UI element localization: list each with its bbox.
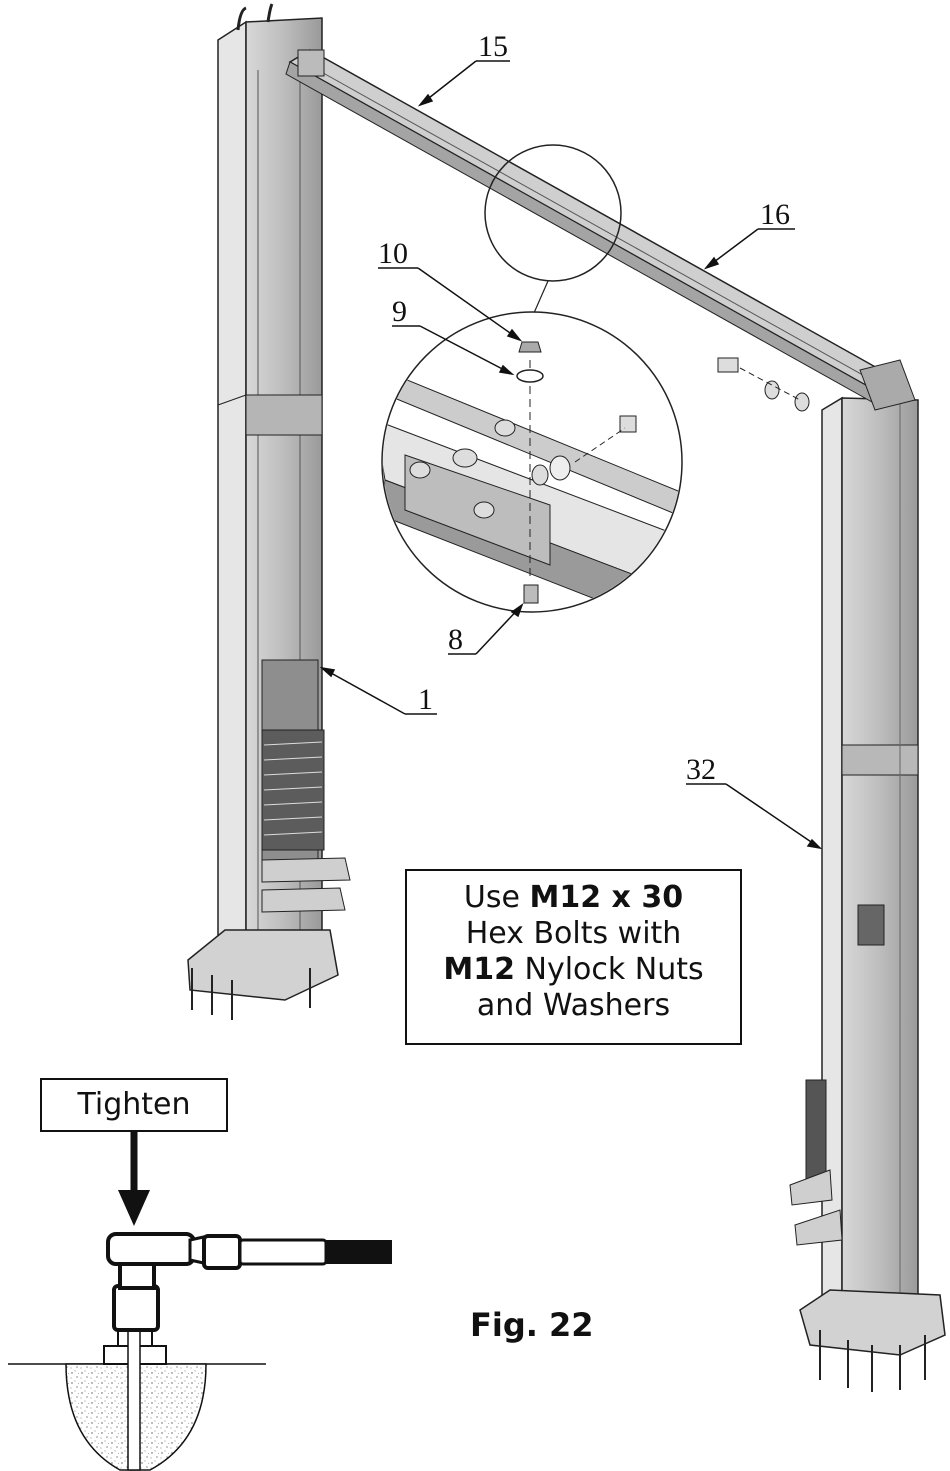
- tighten-illustration: [8, 1132, 392, 1471]
- overhead-beam: [285, 49, 916, 411]
- note-line-1: Use M12 x 30: [463, 880, 684, 915]
- callout-15: 15: [478, 30, 508, 63]
- note-line-2: Hex Bolts with: [465, 916, 682, 951]
- note-line-3: M12 Nylock Nuts: [443, 952, 704, 987]
- note-line-4: and Washers: [476, 988, 671, 1023]
- bolt-size: M12 x 30: [529, 880, 684, 915]
- figure-label: Fig. 22: [470, 1306, 594, 1344]
- callout-10: 10: [378, 237, 408, 270]
- callout-32: 32: [686, 753, 716, 786]
- bolt-instructions-note: Use M12 x 30 Hex Bolts with M12 Nylock N…: [405, 869, 742, 1045]
- right-column: [717, 357, 946, 1392]
- callout-9: 9: [392, 295, 407, 328]
- callout-1: 1: [418, 683, 433, 716]
- detail-magnifier: [381, 144, 683, 613]
- tighten-label: Tighten: [40, 1078, 228, 1132]
- nut-size: M12: [443, 952, 515, 987]
- leader-lines: [319, 60, 823, 850]
- callout-16: 16: [760, 198, 790, 231]
- left-column: [187, 3, 351, 1020]
- callout-8: 8: [448, 623, 463, 656]
